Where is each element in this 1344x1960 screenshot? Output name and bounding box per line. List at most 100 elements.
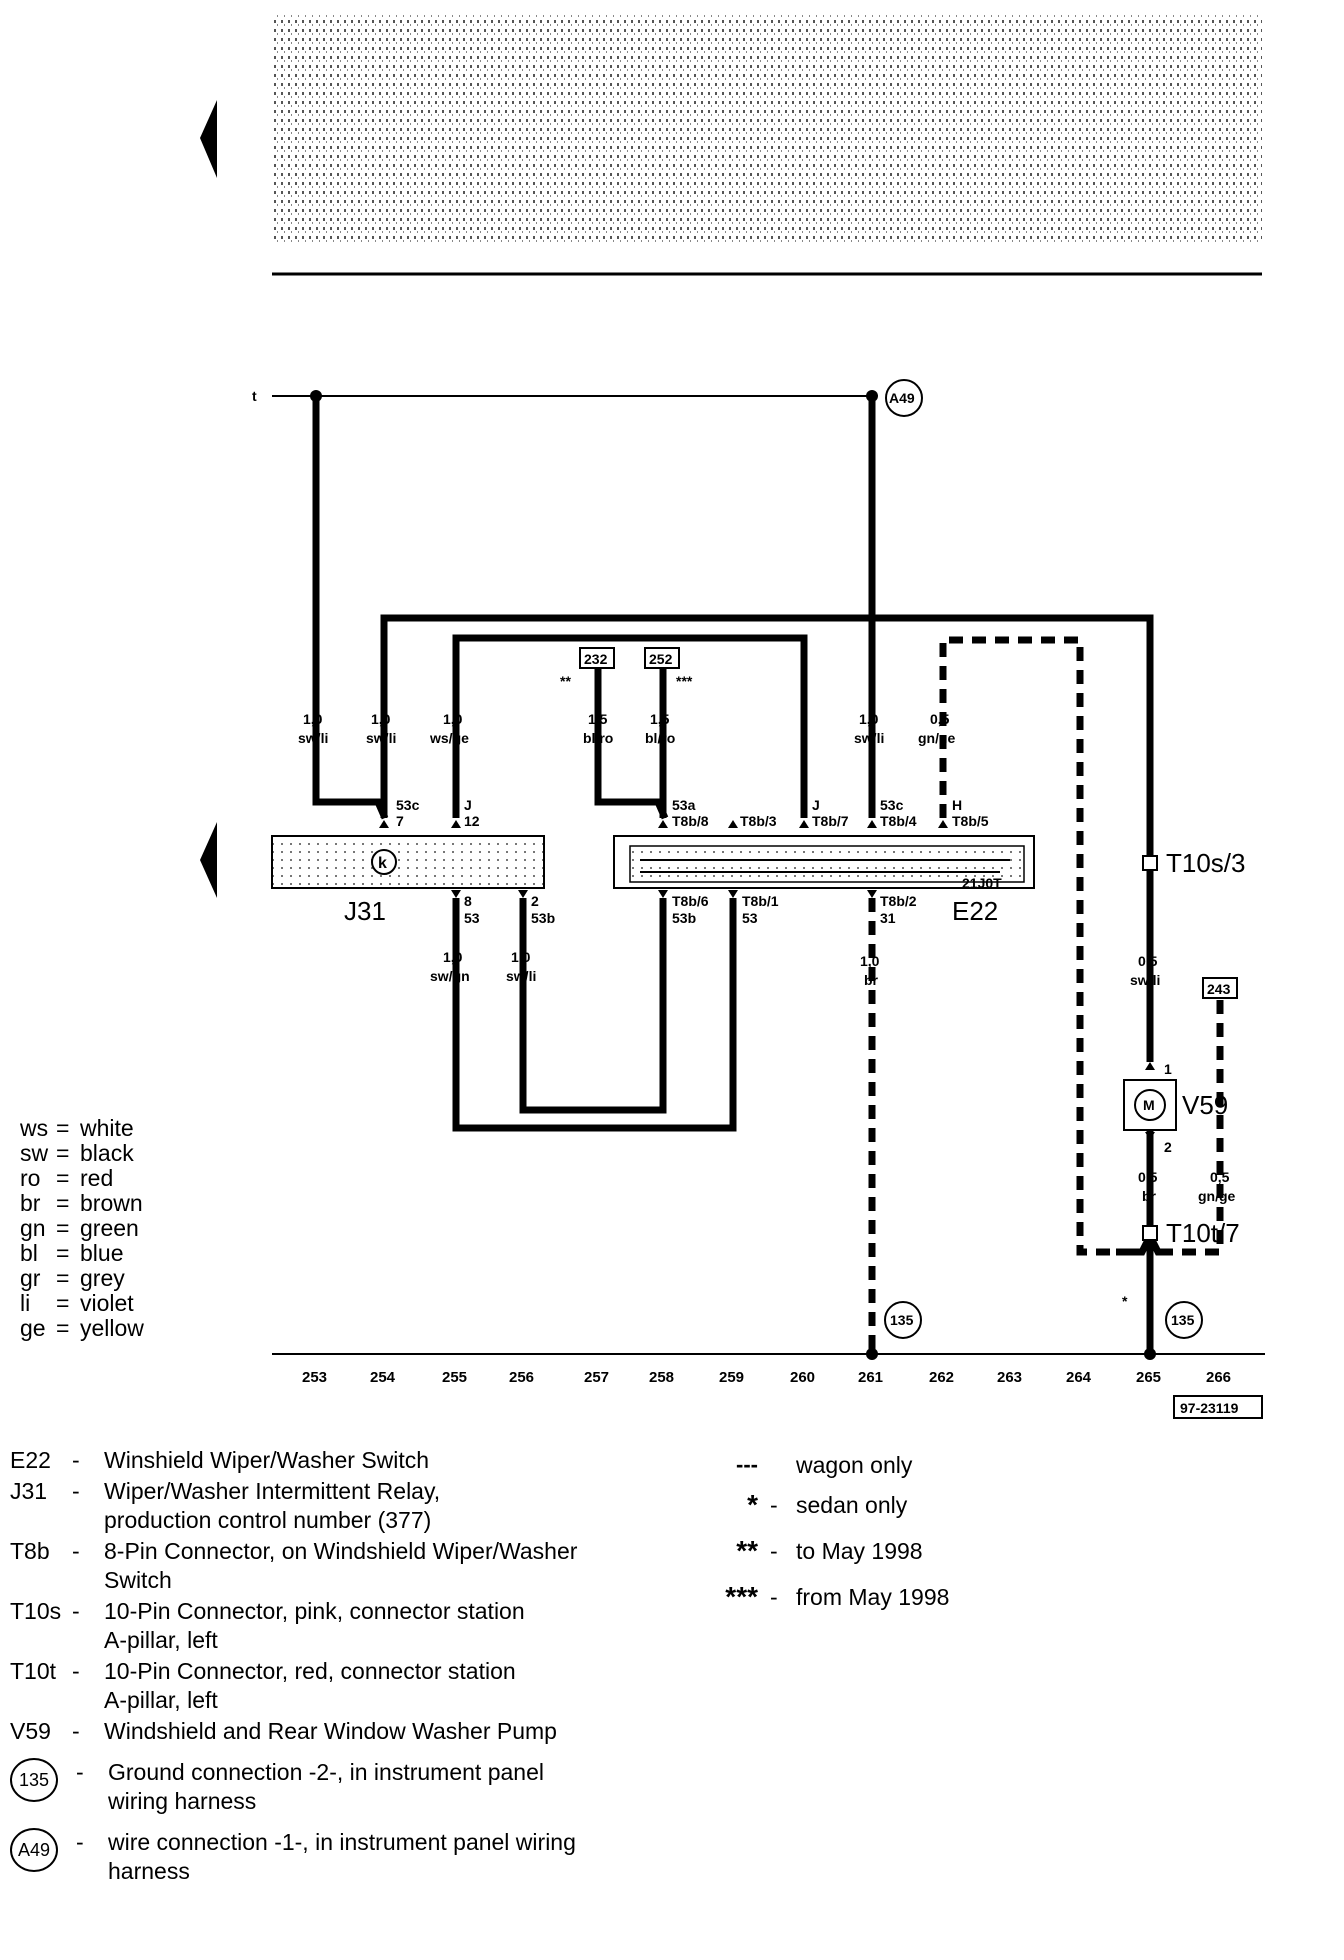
wire-label-size: 1,0 [859,711,879,727]
legend-dash: - [76,1759,84,1785]
color-code-row: ws=white [20,1116,144,1141]
color-name: grey [80,1265,125,1291]
pin-label: 53 [464,910,480,926]
legend-code: T10t [10,1658,57,1684]
pin-label: H [952,797,962,813]
pin-label: 8 [464,893,472,909]
circle-a49 [885,379,923,417]
track-number: 257 [584,1369,609,1386]
pin-label: T8b/7 [812,813,849,829]
box-232 [579,647,615,669]
pin-label: T8b/4 [880,813,917,829]
wire-label-color: sw/li [1130,972,1160,988]
e22-label: E22 [952,896,998,926]
color-code: bl [20,1240,38,1266]
track-number: 256 [509,1369,534,1386]
wire-label-size: 1,0 [443,949,463,965]
note-text: to May 1998 [796,1537,923,1564]
wire-label-size: 1,0 [860,953,880,969]
notes-legend: ---wagon only*-sedan only**-to May 1998*… [690,1448,1070,1620]
wire-label-size: 0,5 [1210,1169,1230,1185]
note-row: ***-from May 1998 [690,1574,1070,1620]
pin-label: 53b [672,910,696,926]
legend-text: 10-Pin Connector, pink, connector statio… [104,1598,525,1653]
pin-label: J [812,797,820,813]
wire-label-size: 0,5 [930,711,950,727]
v59-label: V59 [1182,1090,1228,1120]
box-243 [1202,977,1238,999]
track-number: 262 [929,1369,954,1386]
track-number: 266 [1206,1369,1231,1386]
motor-symbol: M [1143,1097,1155,1113]
wire-label-size: 1,5 [588,711,608,727]
pin-label: T8b/1 [742,893,779,909]
legend-row: T8b-8-Pin Connector, on Windshield Wiper… [10,1537,670,1595]
wire-label-color: br [864,972,879,988]
legend-circle-code: 135 [10,1758,58,1802]
legend-circle-code: A49 [10,1828,58,1872]
legend-row: E22-Winshield Wiper/Washer Switch [10,1446,670,1475]
pin-label: 53c [396,797,420,813]
circle-a49-text: A49 [889,390,915,406]
v59-pin2: 2 [1164,1139,1172,1155]
color-name: black [80,1140,134,1166]
legend-dash: - [76,1829,84,1855]
e22-switch [613,820,1035,898]
note-symbol: * [747,1489,758,1520]
legend-text: 8-Pin Connector, on Windshield Wiper/Was… [104,1538,578,1593]
track-number: 260 [790,1369,815,1386]
wire-label-color: gn/ge [918,730,956,746]
note-row: **-to May 1998 [690,1528,1070,1574]
legend-text: 10-Pin Connector, red, connector station… [104,1658,516,1713]
color-name: brown [80,1190,143,1216]
legend-dash: - [72,1718,80,1744]
track-number: 261 [858,1369,883,1386]
legend-dash: - [72,1447,80,1473]
wire-label-color: sw/li [506,968,536,984]
legend-code: J31 [10,1478,48,1504]
pin-label: T8b/3 [740,813,777,829]
pin-label: 7 [396,813,404,829]
junctions [310,390,1156,1360]
equals-sign: = [56,1240,70,1266]
v59-pin1: 1 [1164,1061,1172,1077]
track-number: 253 [302,1369,327,1386]
pin-label: T8b/6 [672,893,709,909]
pin-label: T8b/5 [952,813,989,829]
color-code-row: sw=black [20,1141,144,1166]
v59-pump [1123,1062,1177,1140]
j31-relay: k [271,820,545,898]
track-number: 254 [370,1369,396,1386]
legend-text: Wiper/Washer Intermittent Relay,producti… [104,1478,441,1533]
legend-row: J31-Wiper/Washer Intermittent Relay,prod… [10,1477,670,1535]
track-number: 265 [1136,1369,1161,1386]
legend-dash: - [72,1478,80,1504]
legend-row: V59-Windshield and Rear Window Washer Pu… [10,1717,670,1746]
pin-labels: 53c 7 J 12 8 53 2 53b 53a T8b/8 T8b/3 J … [396,797,989,926]
legend-row: 135-Ground connection -2-, in instrument… [10,1758,670,1816]
pin-label: T8b/8 [672,813,709,829]
note-dash: - [770,1583,778,1610]
track-number: 263 [997,1369,1022,1386]
note-to-may: ** [560,673,571,689]
connector-symbols [1142,855,1158,1241]
track-number: 259 [719,1369,744,1386]
box-252-text: 252 [649,651,673,667]
color-code-row: li=violet [20,1291,144,1316]
doc-id: 97-23119 [1180,1400,1239,1416]
pin-label: 2 [531,893,539,909]
wire-labels: 1,0 sw/li 1,0 sw/li 1,0 ws/ge 1,5 bl/ro … [298,711,1236,1204]
note-symbol: ** [736,1535,758,1566]
color-code-row: ge=yellow [20,1316,144,1341]
legend-dash: - [72,1538,80,1564]
legend-code: E22 [10,1447,51,1473]
legend-dash: - [72,1658,80,1684]
top-bus-label: t [252,388,257,404]
color-code-row: gr=grey [20,1266,144,1291]
sedan-star: * [1122,1293,1128,1309]
equals-sign: = [56,1165,70,1191]
equals-sign: = [56,1290,70,1316]
pin-label: 53c [880,797,904,813]
